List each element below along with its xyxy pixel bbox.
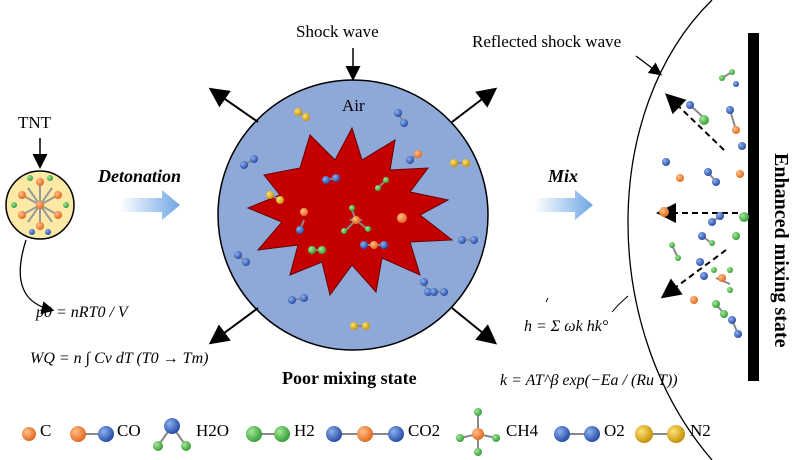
legend-co: CO: [117, 421, 141, 440]
heat-equation: WQ = n ∫ Cv dT (T0 → Tm): [30, 350, 209, 367]
fireball: [246, 126, 454, 297]
tnt-label: TNT: [18, 113, 52, 132]
legend-o2: O2: [604, 421, 625, 440]
legend-n2: N2: [690, 421, 711, 440]
mix-label: Mix: [548, 166, 579, 186]
co2-molecule-icon: [326, 426, 404, 442]
ch4-molecule-icon: [456, 408, 500, 456]
legend-icons: [22, 408, 685, 456]
arrhenius-equation: k = AT^β exp(−Ea / (Ru T)): [500, 372, 678, 389]
h2-molecule-icon: [246, 426, 290, 442]
tnt-to-equation-arrow: [19, 239, 55, 315]
ideal-gas-equation: p0 = nRT0 / V: [36, 304, 128, 321]
shock-wave-label: Shock wave: [296, 22, 379, 41]
tnt-molecule: [5, 170, 75, 240]
mixed-molecules: [659, 69, 749, 338]
legend-co2: CO2: [408, 421, 441, 440]
heat-release-equation: h = Σ ωk hk°: [524, 318, 609, 335]
h2o-molecule-icon: [153, 418, 191, 451]
reflected-shock-arc: [627, 0, 713, 460]
o2-molecule-icon: [554, 426, 600, 442]
n2-molecule-icon: [635, 425, 685, 443]
co-molecule-icon: [70, 426, 114, 442]
eq-arrow: [611, 295, 629, 313]
c-atom-icon: [22, 427, 36, 441]
legend-c: C: [40, 421, 52, 440]
mix-arrow: [535, 190, 593, 220]
legend-h2o: H2O: [196, 421, 230, 440]
enhanced-mixing-label: Enhanced mixing state: [770, 152, 792, 348]
detonation-arrow: [120, 190, 180, 220]
reflected-shock-wave-label: Reflected shock wave: [472, 32, 622, 51]
sphere-molecules: [234, 108, 478, 330]
wall: [748, 33, 759, 381]
detonation-label: Detonation: [98, 166, 182, 186]
reflected-arrows: [656, 93, 738, 299]
air-label: Air: [342, 96, 365, 115]
legend-h2: H2: [294, 421, 315, 440]
poor-mixing-label: Poor mixing state: [282, 368, 417, 388]
legend-ch4: CH4: [506, 421, 539, 440]
shock-arrows: [208, 87, 498, 345]
